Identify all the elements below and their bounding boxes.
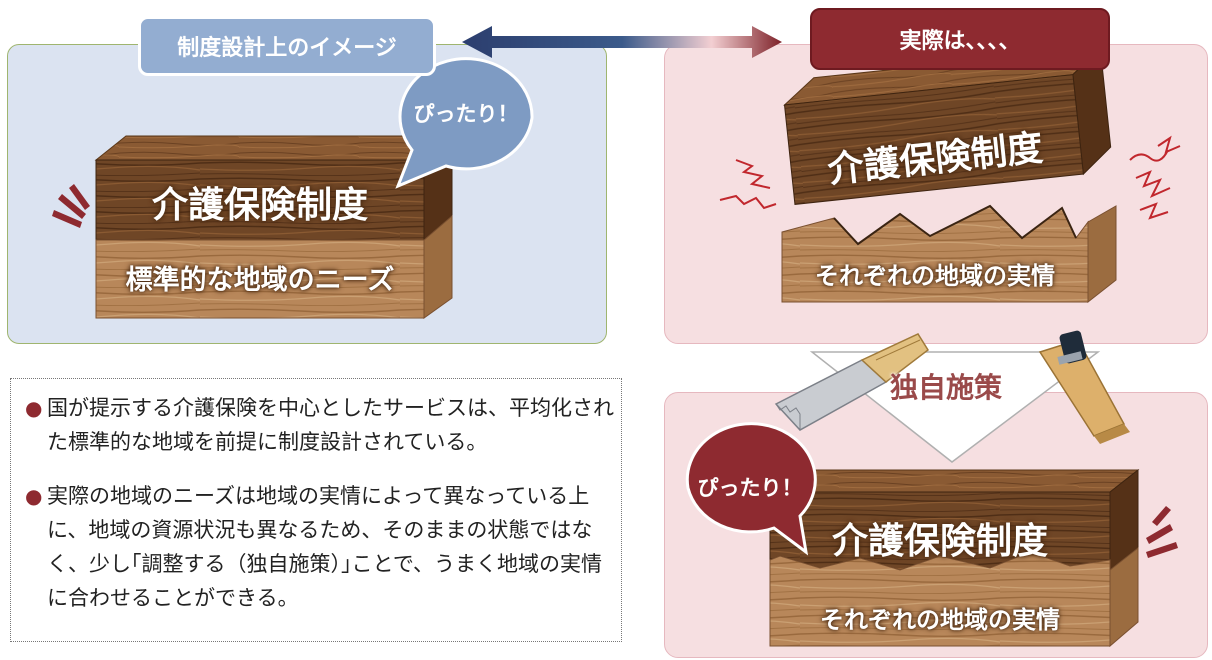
speech-bubble-left	[395, 57, 534, 189]
ideal-top-block-label: 介護保険制度	[151, 185, 368, 226]
bullet-text: 実際の地域のニーズは地域の実情によって異なっている上に、地域の資源状況も異なるた…	[47, 484, 603, 610]
saw-icon	[774, 333, 929, 431]
comparison-arrow	[462, 26, 782, 58]
bullet-item: ● 国が提示する介護保険を中心としたサービスは、平均化された標準的な地域を前提に…	[25, 391, 615, 459]
explanation-box: ● 国が提示する介護保険を中心としたサービスは、平均化された標準的な地域を前提に…	[10, 378, 622, 642]
bullet-item: ● 実際の地域のニーズは地域の実情によって異なっている上に、地域の資源状況も異な…	[25, 479, 615, 615]
bullet-dot-icon: ●	[25, 484, 43, 508]
ideal-bottom-block-label: 標準的な地域のニーズ	[125, 265, 395, 296]
bullet-dot-icon: ●	[25, 396, 43, 420]
bubble-right-text: ぴったり！	[697, 476, 803, 500]
wood-plane-icon	[1038, 330, 1130, 444]
mismatched-blocks	[781, 46, 1117, 304]
adjusted-bottom-block-label: それぞれの地域の実情	[820, 606, 1060, 634]
bubble-left-text: ぴったり！	[413, 102, 519, 126]
emphasis-marks-right	[1146, 506, 1178, 558]
adjustment-label: 独自施策	[890, 371, 1003, 404]
ideal-blocks	[94, 134, 454, 319]
reality-tab: 実際は、、、、	[810, 8, 1110, 70]
ideal-tab: 制度設計上のイメージ	[138, 16, 436, 76]
adjusted-blocks	[768, 468, 1140, 648]
mismatch-squiggles	[719, 135, 1181, 220]
bullet-text: 国が提示する介護保険を中心としたサービスは、平均化された標準的な地域を前提に制度…	[47, 396, 614, 454]
speech-bubble-right	[685, 422, 817, 556]
adjusted-top-block-label: 介護保険制度	[831, 521, 1048, 562]
mismatched-bottom-block-label: それぞれの地域の実情	[815, 262, 1055, 290]
emphasis-marks-left	[52, 184, 90, 228]
